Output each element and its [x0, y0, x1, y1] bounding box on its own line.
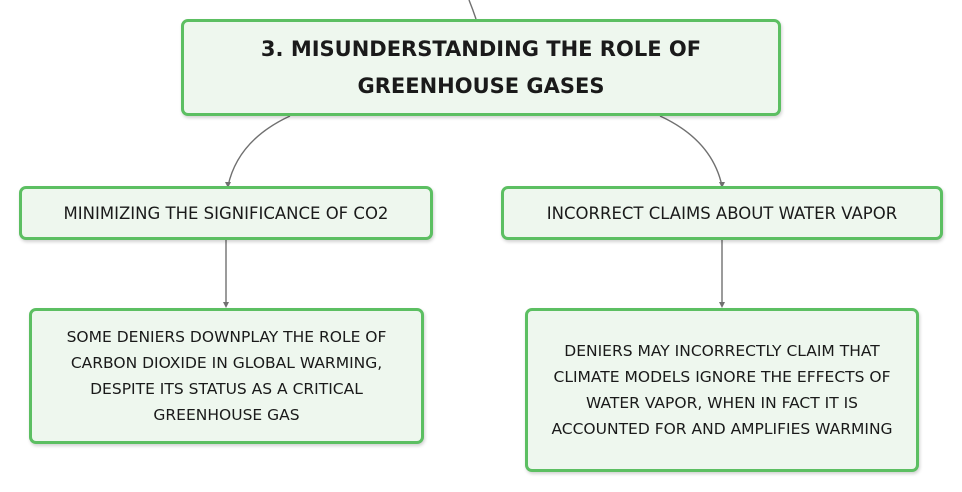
subtopic-node-water-vapor[interactable]: Incorrect Claims About Water Vapor — [501, 186, 943, 240]
subtopic-label-water-vapor: Incorrect Claims About Water Vapor — [546, 203, 898, 223]
root-topic-label: 3. Misunderstanding the Role of Greenhou… — [260, 36, 702, 98]
detail-text-water-vapor: Deniers may incorrectly claim that clima… — [551, 342, 893, 438]
connector-root-to-left-branch — [227, 115, 291, 187]
detail-node-water-vapor[interactable]: Deniers may incorrectly claim that clima… — [525, 308, 919, 472]
arrowhead-left-icon — [223, 302, 229, 308]
root-topic-node[interactable]: 3. Misunderstanding the Role of Greenhou… — [181, 19, 781, 116]
arrowhead-root-left-icon — [225, 182, 231, 188]
arrowhead-right-icon — [719, 302, 725, 308]
connector-root-to-right-branch — [659, 115, 723, 187]
arrowhead-root-right-icon — [719, 182, 725, 188]
detail-node-co2[interactable]: Some deniers downplay the role of carbon… — [29, 308, 424, 444]
subtopic-node-co2[interactable]: Minimizing the Significance of CO2 — [19, 186, 433, 240]
detail-text-co2: Some deniers downplay the role of carbon… — [66, 328, 387, 424]
subtopic-label-co2: Minimizing the Significance of CO2 — [63, 203, 389, 223]
connector-from-parent — [468, 0, 477, 20]
